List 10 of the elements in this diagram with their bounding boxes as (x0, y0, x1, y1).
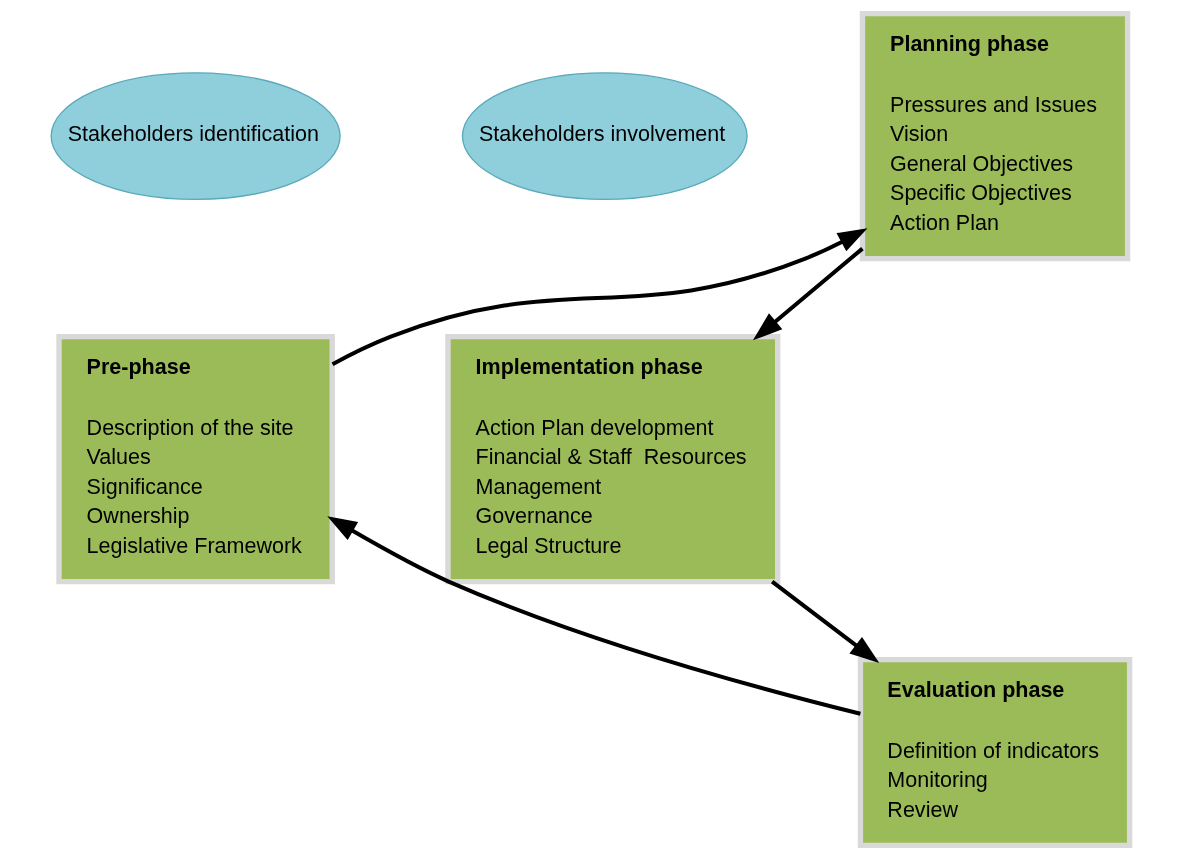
node-box: Evaluation phase Definition of indicators Monitoring Review (857, 656, 1133, 849)
arrow (331, 228, 868, 366)
node-box: Pre-phase Description of the site Values Significance Ownership Legislative Framework (56, 333, 335, 585)
node-box: Planning phase Pressures and Issues Vision General Objectives Specific Objectives Action Plan (859, 10, 1131, 262)
node-ellipse: Stakeholders identification (50, 72, 341, 201)
node-box: Implementation phase Action Plan development Financial & Staff Resources Management Governance Legal Structure (445, 333, 781, 585)
arrow (327, 516, 861, 716)
node-ellipse: Stakeholders involvement (461, 72, 748, 201)
arrow (752, 247, 864, 341)
arrow (770, 580, 880, 664)
